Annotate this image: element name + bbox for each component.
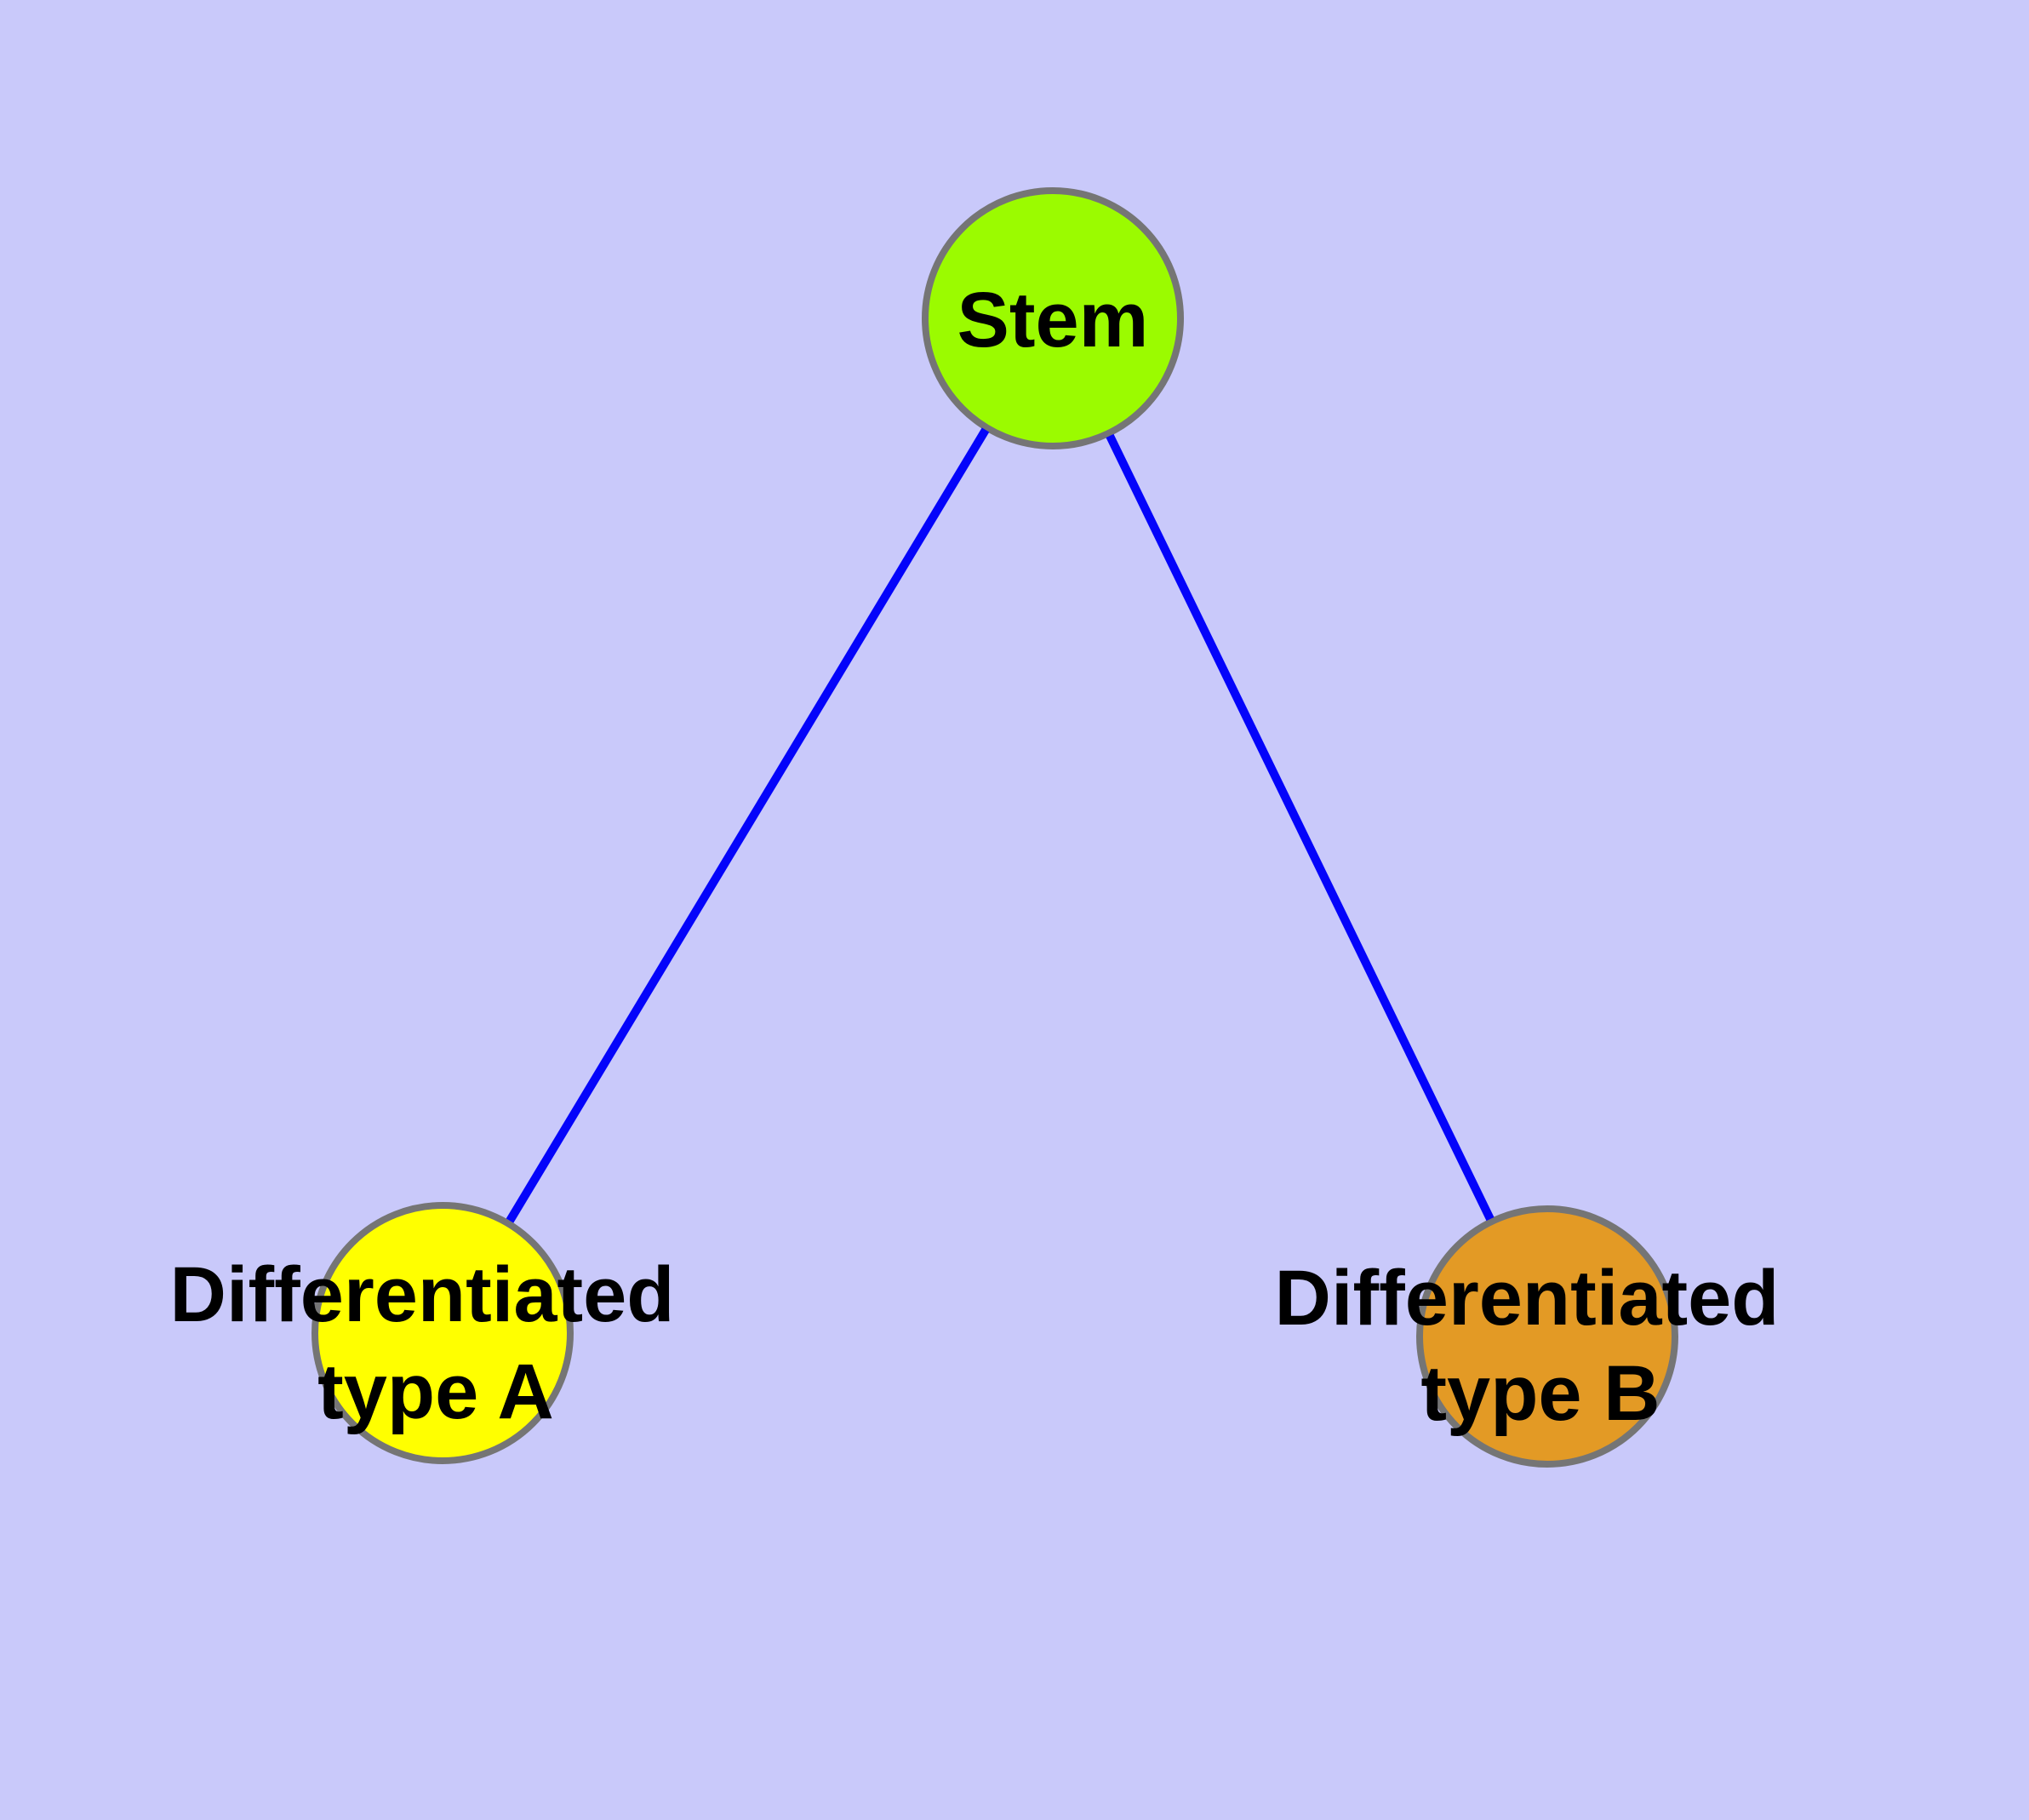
- node-type-a-label-line1: Differentiated: [170, 1251, 675, 1338]
- node-type-b-label-group: Differentiated type B: [1275, 1255, 1780, 1437]
- node-stem-label-group: Stem: [957, 277, 1149, 363]
- node-type-b-circle: [1416, 1205, 1678, 1468]
- node-type-a-label-group: Differentiated type A: [170, 1251, 675, 1435]
- node-type-a-label-line2: type A: [317, 1348, 554, 1435]
- node-stem-circle: [922, 187, 1184, 449]
- node-type-b-label-line2: type B: [1420, 1350, 1660, 1437]
- edge-stem-to-type-b: [1106, 433, 1495, 1222]
- edge-stem-to-type-a: [506, 427, 990, 1223]
- node-type-b-label-line1: Differentiated: [1275, 1255, 1780, 1342]
- node-stem-label: Stem: [957, 277, 1149, 363]
- node-type-a-circle: [311, 1202, 574, 1464]
